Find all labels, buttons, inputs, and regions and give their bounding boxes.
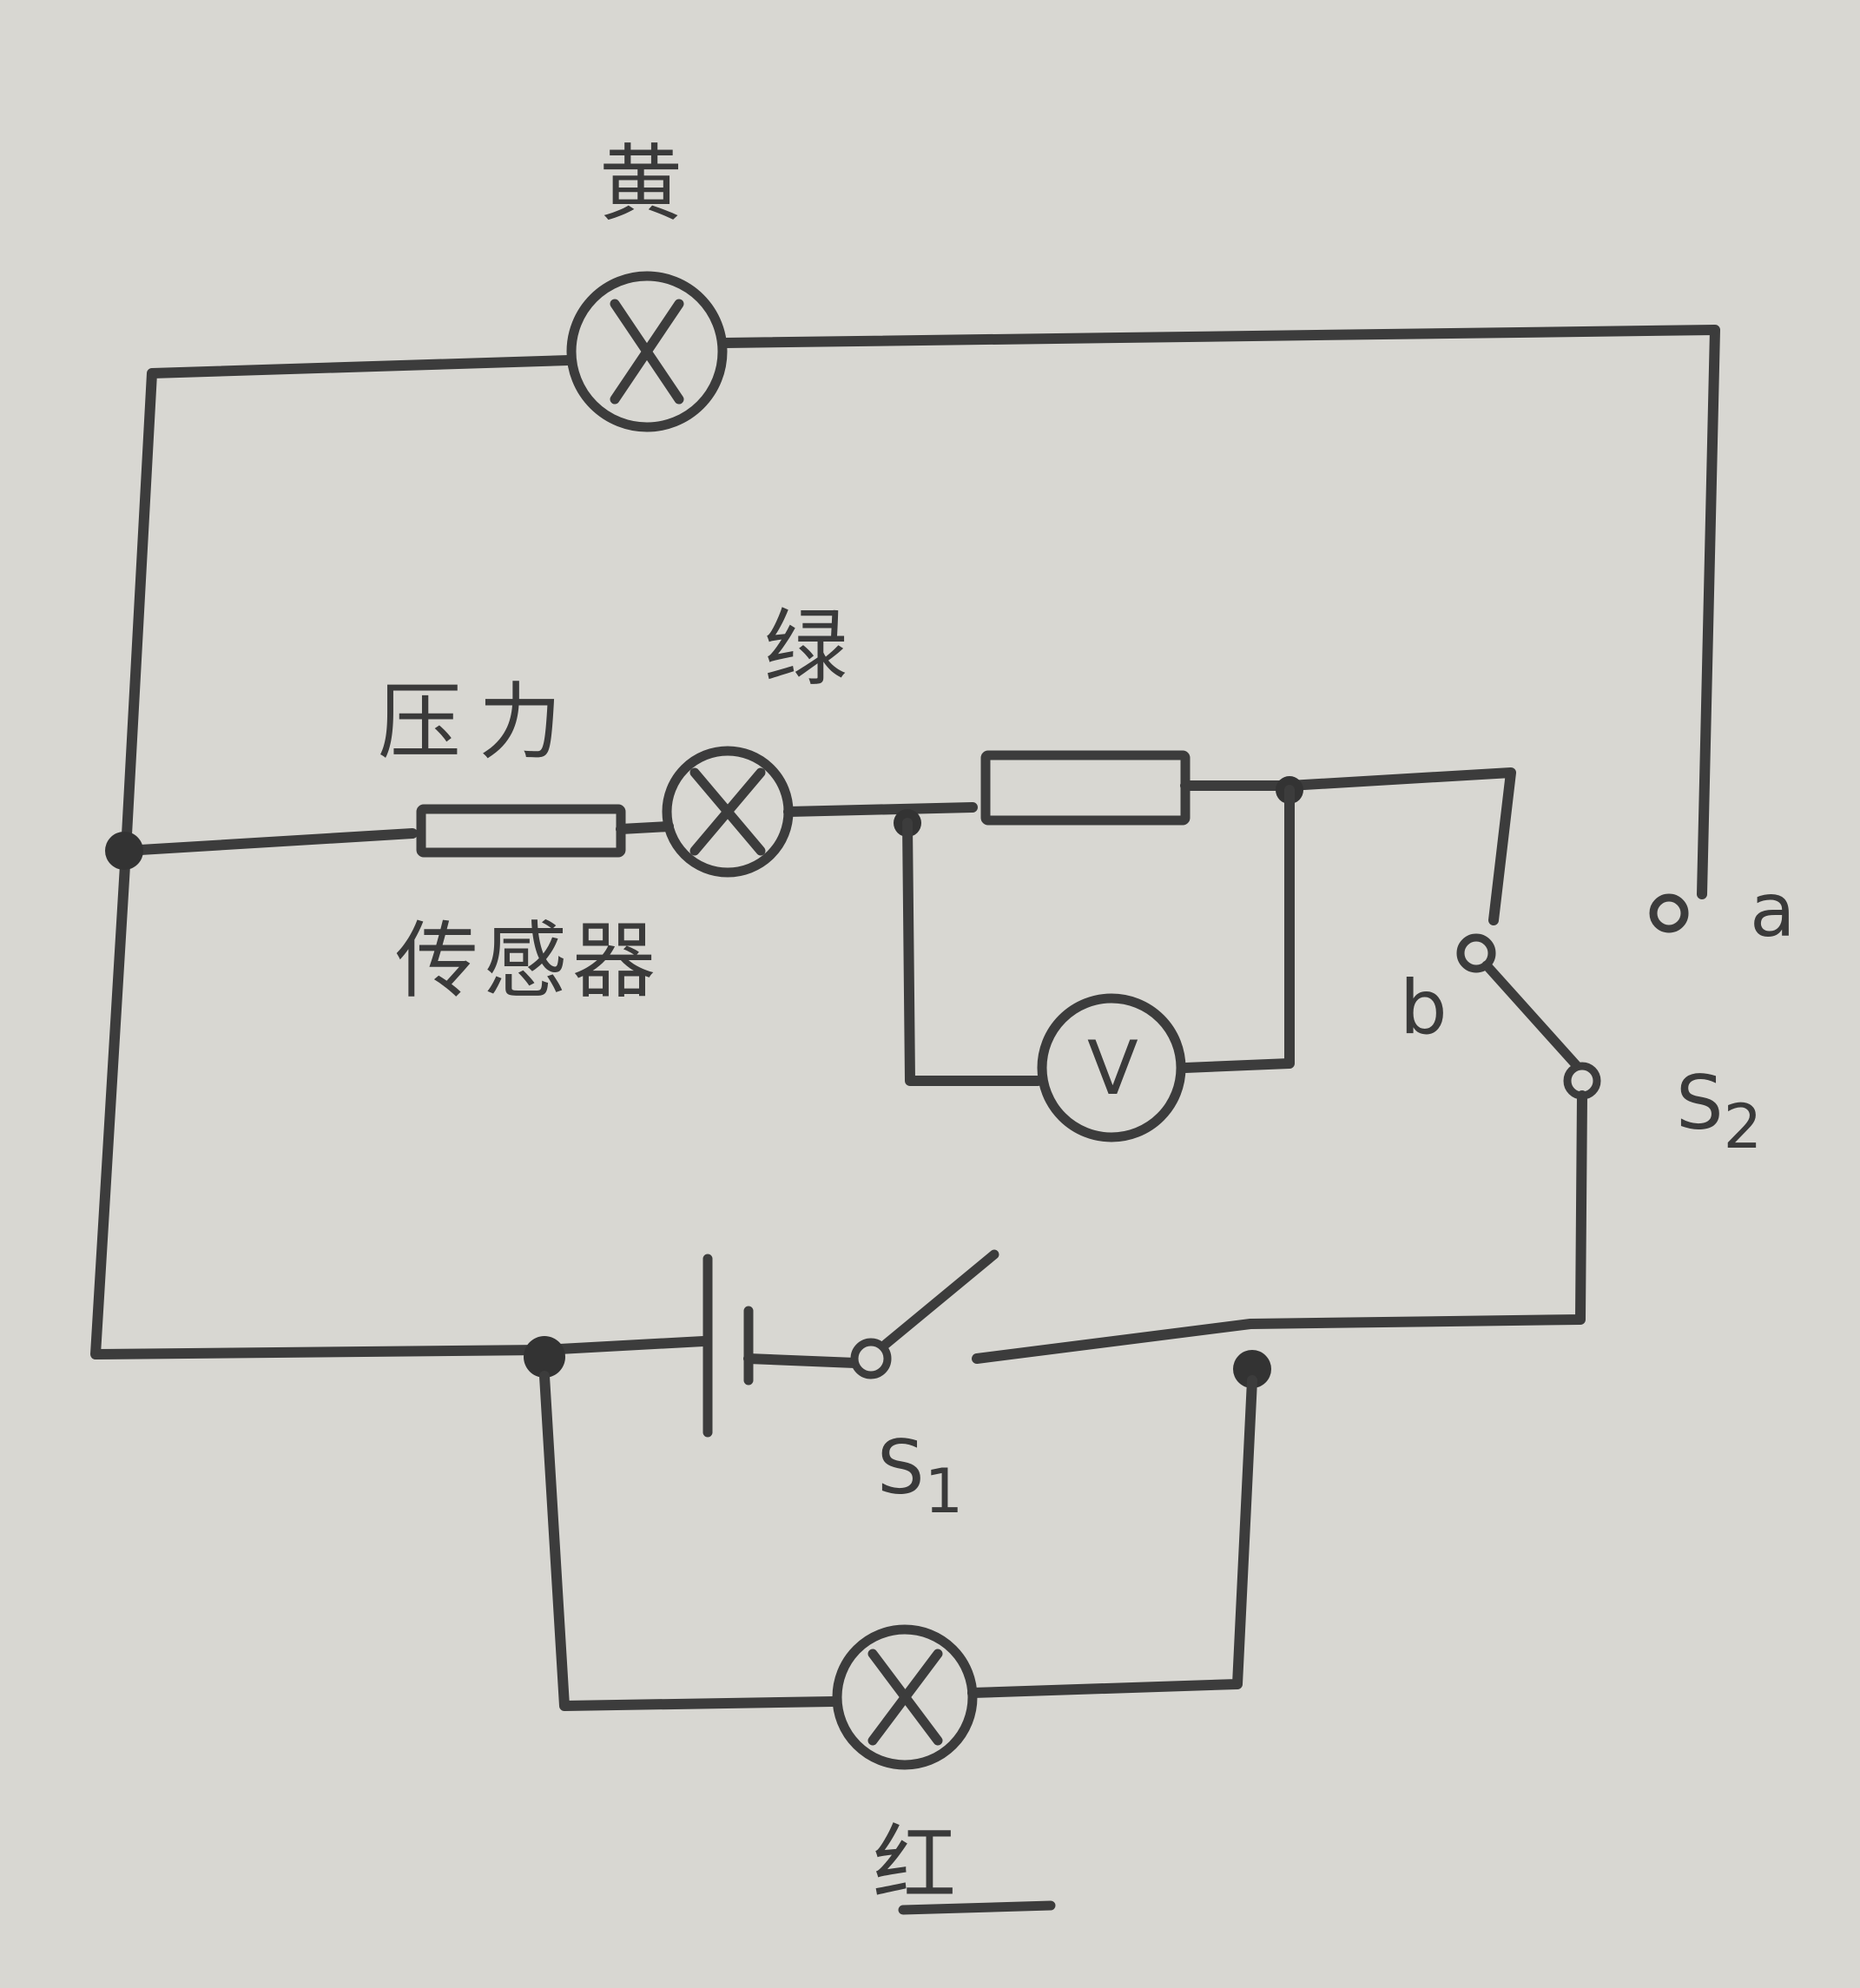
junction-node-bottom-right bbox=[1233, 1350, 1271, 1388]
green-lamp-label: 绿 bbox=[764, 600, 848, 697]
switch-s1-subscript: 1 bbox=[925, 1456, 964, 1527]
red-lamp-wire bbox=[539, 1371, 1257, 1711]
green-to-resistor-wire bbox=[783, 802, 978, 817]
terminal-b bbox=[1456, 933, 1496, 973]
voltmeter-wire bbox=[902, 785, 1295, 1086]
bottom-left-wire bbox=[538, 1336, 709, 1355]
switch-s2-label: S2 bbox=[1676, 1060, 1762, 1162]
terminal-a-label: a bbox=[1750, 867, 1796, 954]
pressure-sensor-label-bottom: 传感器 bbox=[395, 912, 661, 1010]
terminal-a bbox=[1649, 893, 1689, 933]
left-wire bbox=[90, 846, 548, 1359]
switch-s2-subscript: 2 bbox=[1724, 1091, 1763, 1162]
switch-s1-label: S1 bbox=[877, 1425, 963, 1527]
switch-s2 bbox=[1481, 960, 1601, 1100]
yellow-lamp bbox=[566, 271, 728, 432]
junction-node-left bbox=[105, 832, 143, 870]
voltmeter-label: V bbox=[1087, 1025, 1138, 1112]
switch-s2-letter: S bbox=[1676, 1060, 1724, 1147]
red-lamp-label: 红 bbox=[873, 1815, 956, 1912]
battery bbox=[702, 1254, 754, 1438]
voltmeter bbox=[1037, 993, 1186, 1142]
junction-node-bottom-left bbox=[524, 1336, 565, 1378]
resistor bbox=[980, 750, 1191, 826]
red-lamp-label-underline bbox=[898, 1900, 1056, 1915]
top-branch-wire bbox=[121, 325, 1720, 899]
pressure-sensor-label-top: 压力 bbox=[378, 674, 579, 771]
battery-to-s1-wire bbox=[743, 1353, 861, 1368]
green-lamp bbox=[662, 746, 794, 878]
switch-s1-letter: S bbox=[877, 1425, 925, 1511]
pressure-sensor bbox=[416, 804, 626, 858]
s2-to-bottom-wire bbox=[972, 1090, 1587, 1364]
red-lamp bbox=[832, 1624, 978, 1770]
sensor-to-green-wire bbox=[616, 821, 674, 834]
terminal-b-label: b bbox=[1400, 964, 1448, 1051]
middle-left-wire bbox=[121, 828, 418, 856]
resistor-to-junction-wire bbox=[1180, 767, 1516, 925]
switch-s1 bbox=[850, 1249, 999, 1379]
yellow-lamp-label: 黄 bbox=[599, 135, 683, 233]
